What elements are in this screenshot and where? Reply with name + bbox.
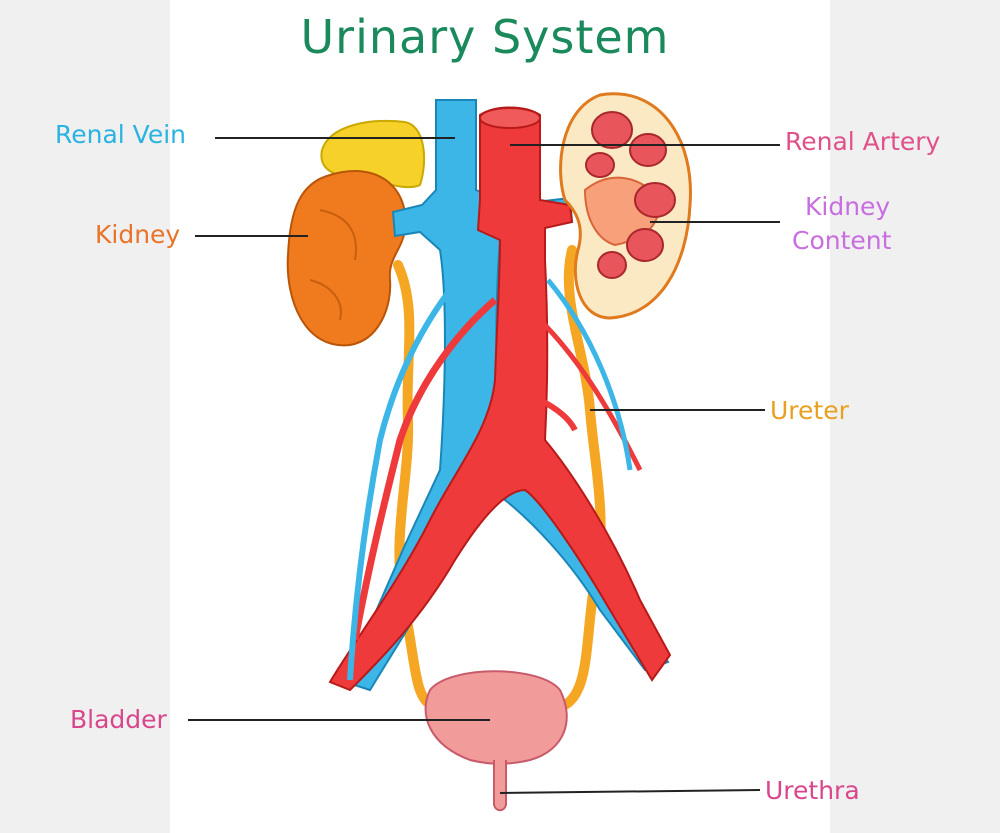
diagram-title: Urinary System (300, 10, 670, 64)
right-ureter (560, 245, 606, 710)
label-kidney: Kidney (95, 220, 181, 249)
label-ureter: Ureter (770, 396, 849, 425)
label-kidney-content-line2: Content (792, 226, 892, 255)
left-ureter (393, 260, 437, 710)
leader-urethra (499, 789, 761, 794)
label-urethra: Urethra (765, 776, 860, 805)
label-kidney-content-line1: Kidney (805, 192, 891, 221)
bladder (424, 670, 568, 765)
label-renal-artery: Renal Artery (785, 127, 941, 156)
label-bladder: Bladder (70, 705, 167, 734)
urethra (493, 760, 507, 812)
aorta (328, 106, 672, 692)
left-kidney (286, 170, 407, 347)
label-renal-vein: Renal Vein (55, 120, 187, 149)
